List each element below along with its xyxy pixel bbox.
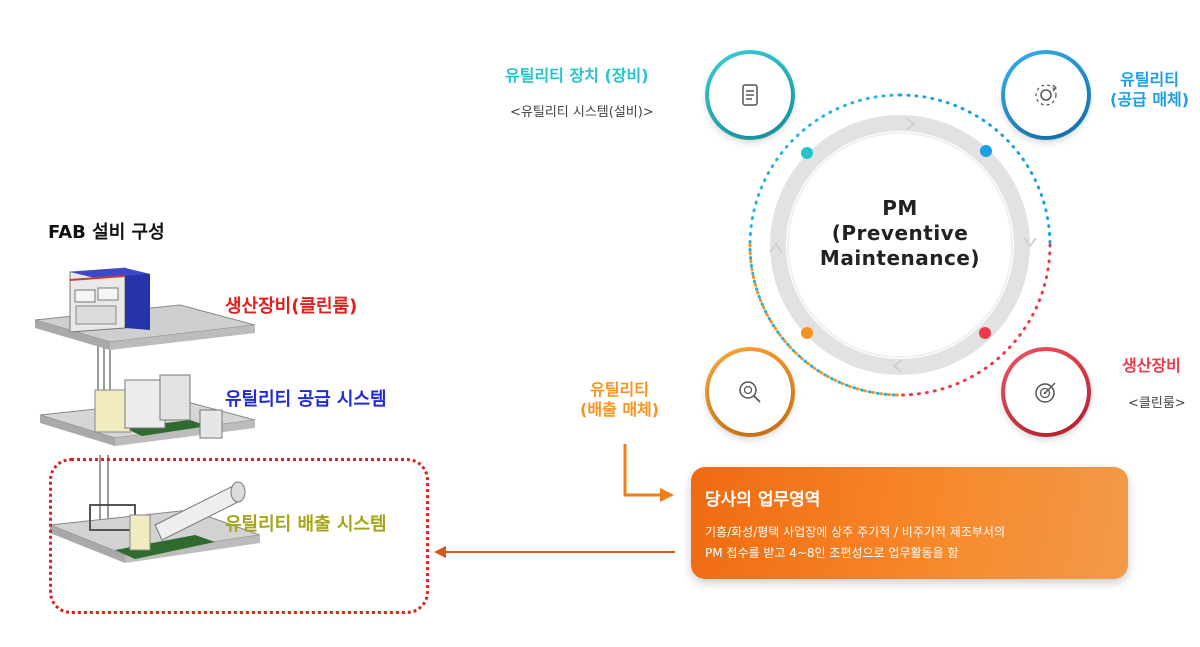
production-equipment-label: 생산장비(클린룸) <box>225 296 358 317</box>
document-icon <box>742 84 758 106</box>
gear-cycle-icon <box>1035 84 1057 106</box>
business-desc-line2: PM 접수를 받고 4~8인 조편성으로 업무활동을 함 <box>705 546 959 560</box>
target-icon <box>1035 382 1056 403</box>
exhaust-to-business-arrow <box>623 444 674 502</box>
node-utility-exhaust-title-line1: 유틸리티 <box>590 380 649 399</box>
node-utility-device <box>705 50 795 140</box>
node-utility-device-inner <box>709 54 791 136</box>
utility-supply-label: 유틸리티 공급 시스템 <box>225 389 387 410</box>
business-desc-line1: 기흥/화성/평택 사업장에 상주 주기적 / 비주기적 제조부서의 <box>705 525 1005 539</box>
back-arrow <box>434 546 675 558</box>
node-utility-supply-title: 유틸리티 (공급 매체) <box>1110 70 1189 110</box>
utility-exhaust-label: 유틸리티 배출 시스템 <box>225 514 387 535</box>
pm-center-text: PM (Preventive Maintenance) <box>790 196 1010 271</box>
node-utility-exhaust-title-line2: (배출 매체) <box>580 400 660 419</box>
node-utility-supply-title-line2: (공급 매체) <box>1110 90 1190 109</box>
pm-line1: PM <box>882 196 918 220</box>
node-utility-exhaust-title: 유틸리티 (배출 매체) <box>580 380 659 420</box>
supply-level <box>39 374 256 446</box>
exhaust-level <box>49 481 260 563</box>
business-area-title: 당사의 업무영역 <box>705 490 821 510</box>
node-utility-supply-inner <box>1005 54 1087 136</box>
node-utility-supply-title-line1: 유틸리티 <box>1120 70 1179 89</box>
exhaust-highlight-box <box>49 458 429 614</box>
production-level <box>34 267 256 350</box>
pm-cycle-ring <box>748 93 1052 397</box>
business-area-box: 당사의 업무영역 기흥/화성/평택 사업장에 상주 주기적 / 비주기적 제조부… <box>691 467 1128 579</box>
node-utility-device-title: 유틸리티 장치 (장비) <box>505 66 649 85</box>
node-production-equipment-subtitle: <클린룸> <box>1128 396 1186 411</box>
fab-title: FAB 설비 구성 <box>48 222 165 243</box>
node-production-equipment-inner <box>1005 351 1087 433</box>
business-area-description: 기흥/화성/평택 사업장에 상주 주기적 / 비주기적 제조부서의 PM 접수를… <box>705 522 1005 564</box>
fab-building-illustration <box>34 267 260 563</box>
node-utility-exhaust <box>705 347 795 437</box>
node-utility-supply <box>1001 50 1091 140</box>
node-production-equipment <box>1001 347 1091 437</box>
node-utility-device-subtitle: <유틸리티 시스템(설비)> <box>510 105 654 120</box>
node-production-equipment-title: 생산장비 <box>1122 356 1181 375</box>
node-utility-exhaust-inner <box>709 351 791 433</box>
search-target-icon <box>739 381 761 403</box>
pm-line3: Maintenance) <box>819 246 981 270</box>
pm-line2: (Preventive <box>831 221 969 245</box>
